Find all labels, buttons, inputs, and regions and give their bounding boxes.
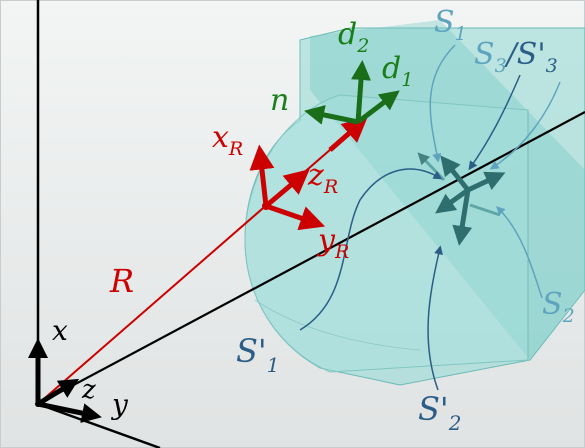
callout-S1 [429,44,456,163]
n-axis [304,105,359,125]
position-vector-R-head [328,117,368,152]
zR-axis [264,169,310,208]
callout-S3 [468,74,521,171]
ray-line [37,111,585,405]
label-R: R [109,262,134,300]
origin-point [35,401,41,407]
callout-S2p [427,245,443,391]
d2-axis [351,60,371,123]
callout-S2 [496,206,543,299]
ground-line [37,402,161,448]
label-y: y [110,388,129,421]
position-vector-R [37,121,363,405]
teal-frame [435,155,506,246]
label-S2p: S'2 [418,390,461,435]
label-S3-S3p: S3/S'3 [474,37,558,77]
label-S1: S1 [434,5,467,45]
label-zR: zR [307,158,338,198]
label-n: n [270,83,289,118]
yR-axis [265,203,326,231]
origin-z-axis [36,378,80,407]
label-x: x [52,314,68,347]
label-d2: d2 [338,17,369,57]
label-S2: S2 [542,287,575,327]
red-frame [249,144,326,231]
label-xR: xR [212,120,243,160]
callout-S3p [489,81,561,170]
origin-y-axis [37,401,102,423]
label-z: z [81,375,96,405]
d1-axis [356,90,400,124]
red-frame-origin [262,202,270,210]
label-d1: d1 [382,51,413,91]
callout-S1p [299,168,443,331]
label-yR: yR [316,223,349,263]
green-frame [304,60,400,125]
origin-frame [28,338,102,423]
label-S1p: S'1 [236,332,279,377]
xR-axis [249,144,275,207]
